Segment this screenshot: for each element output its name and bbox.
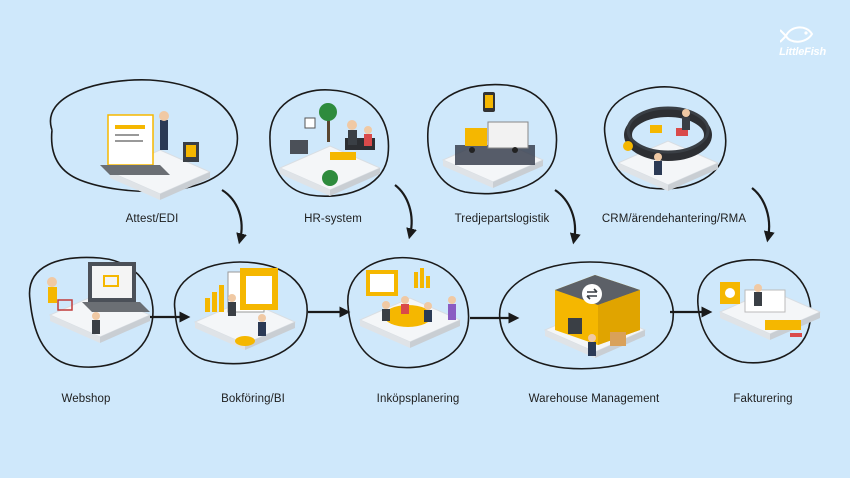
node-fakturering xyxy=(697,259,821,364)
label-fakturering: Fakturering xyxy=(733,393,793,405)
warehouse-icon xyxy=(555,275,640,356)
label-crm: CRM/ärendehantering/RMA xyxy=(601,213,747,225)
office-lounge-icon xyxy=(290,103,375,186)
label-tredjepartslogistik: Tredjepartslogistik xyxy=(454,213,550,225)
connector-arrows xyxy=(150,184,775,324)
billing-desk-icon xyxy=(720,282,802,337)
node-tpl xyxy=(427,83,558,195)
invoice-laptop-icon xyxy=(100,111,199,175)
support-center-icon xyxy=(623,106,712,175)
node-bokforing xyxy=(173,261,308,365)
label-warehouse-management: Warehouse Management xyxy=(528,393,660,405)
node-hr xyxy=(269,89,390,197)
label-hr-system: HR-system xyxy=(304,213,362,225)
node-webshop xyxy=(28,256,154,368)
analytics-board-icon xyxy=(205,268,278,346)
label-bokforing-bi: Bokföring/BI xyxy=(221,393,285,405)
label-attest-edi: Attest/EDI xyxy=(125,213,179,225)
node-inkop xyxy=(347,256,470,369)
brand-name: LittleFish xyxy=(779,46,826,58)
node-attest xyxy=(49,79,239,201)
label-webshop: Webshop xyxy=(61,393,111,405)
brand-logo: LittleFish xyxy=(754,22,826,62)
node-warehouse xyxy=(498,261,675,370)
node-crm xyxy=(603,86,727,192)
delivery-truck-icon xyxy=(455,92,535,165)
meeting-table-icon xyxy=(366,268,456,327)
fish-logo-icon xyxy=(780,26,814,43)
shopping-laptop-icon xyxy=(47,262,150,334)
label-inkopsplanering: Inköpsplanering xyxy=(376,393,460,405)
